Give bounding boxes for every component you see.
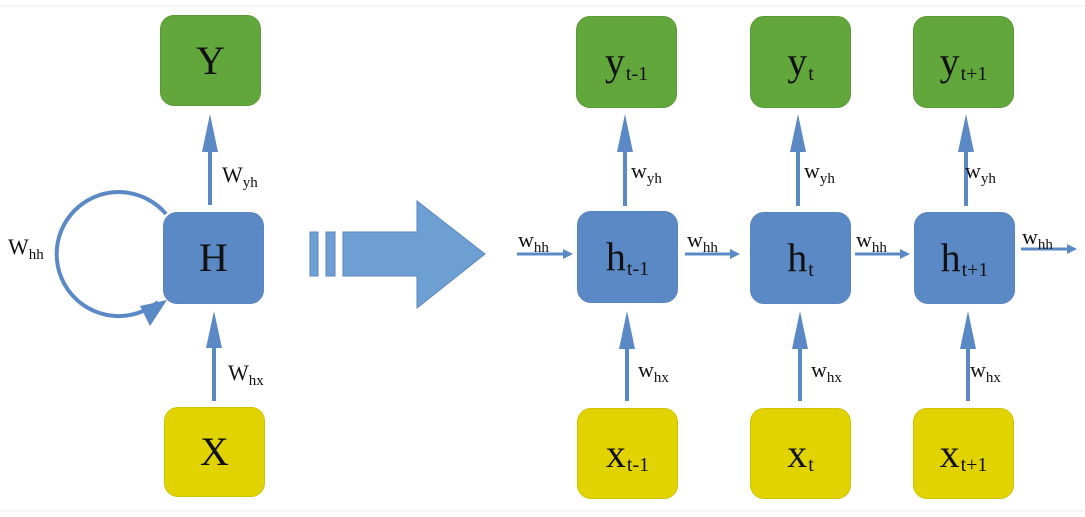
folded-arrow-x-to-h — [206, 311, 222, 401]
arrow-w-hh-out — [1021, 244, 1077, 254]
arrow-w-hh — [685, 249, 740, 259]
node-label: H — [199, 235, 228, 280]
folded-self-loop-arrow — [54, 190, 168, 326]
arrow-x-to-h — [960, 311, 976, 401]
weight-label-w-hh: whh — [518, 227, 549, 256]
node-label: X — [200, 429, 229, 474]
weight-label-w-hx: whx — [811, 357, 842, 386]
arrow-w-hh — [855, 249, 910, 259]
arrow-h-to-y — [958, 114, 974, 206]
arrow-w-hh-in — [517, 249, 573, 259]
weight-label-w-hh-out: whh — [1022, 224, 1053, 253]
weight-label-w-hh: Whh — [8, 234, 44, 263]
weight-label-w-yh: wyh — [965, 158, 996, 187]
arrow-x-to-h — [792, 311, 808, 401]
arrow-h-to-y — [790, 114, 806, 206]
weight-label-w-yh: wyh — [804, 158, 835, 187]
node-label: Y — [196, 37, 225, 83]
weight-label-w-hh: whh — [687, 227, 718, 256]
weight-label-w-hx: Whx — [228, 360, 264, 389]
arrow-h-to-y — [617, 114, 633, 206]
arrow-x-to-h — [619, 311, 635, 401]
folded-input-node-x: X — [164, 407, 265, 497]
weight-label-w-yh: wyh — [631, 158, 662, 187]
folded-output-node-y: Y — [160, 15, 261, 106]
weight-label-w-hx: whx — [970, 357, 1001, 386]
folded-arrow-h-to-y — [202, 114, 218, 205]
weight-label-w-hx: whx — [638, 357, 669, 386]
weight-label-w-hh: whh — [856, 227, 887, 256]
folded-hidden-node-h: H — [163, 212, 264, 304]
weight-label-w-yh: Wyh — [222, 162, 258, 191]
unfold-arrow-icon — [309, 199, 486, 310]
